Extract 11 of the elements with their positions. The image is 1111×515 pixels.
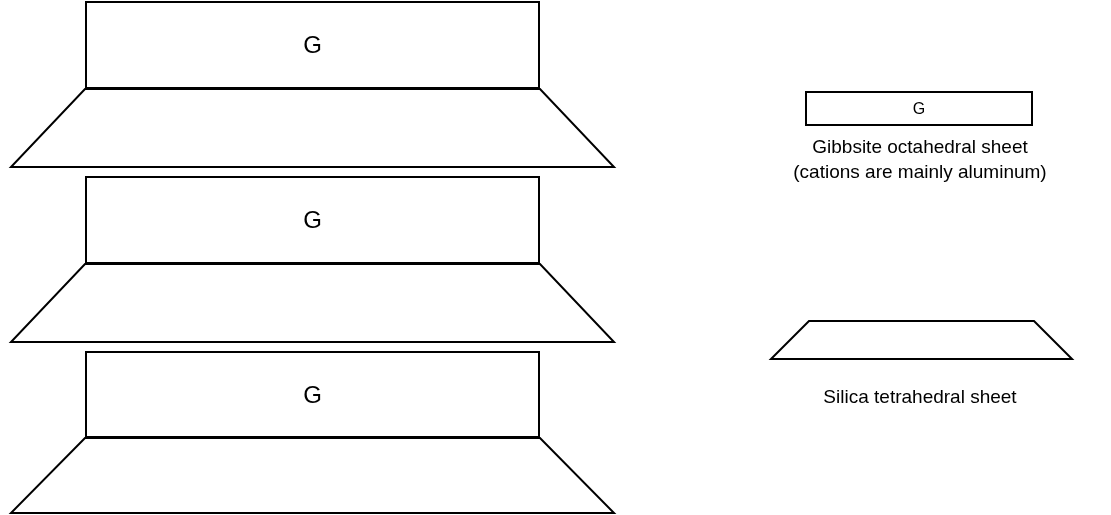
sheet-label: G [303,205,322,235]
legend-caption: Silica tetrahedral sheet [823,385,1017,409]
sheet-label: G [303,30,322,60]
sheet-box [85,1,540,89]
sheet-box [85,351,540,438]
legend-caption: (cations are mainly aluminum) [793,160,1047,184]
sheet-label: G [303,379,322,410]
sheet-box [805,91,1033,126]
sheet-label: G [912,98,926,119]
legend-caption: Gibbsite octahedral sheet [812,135,1028,159]
sheet-box [85,176,540,264]
